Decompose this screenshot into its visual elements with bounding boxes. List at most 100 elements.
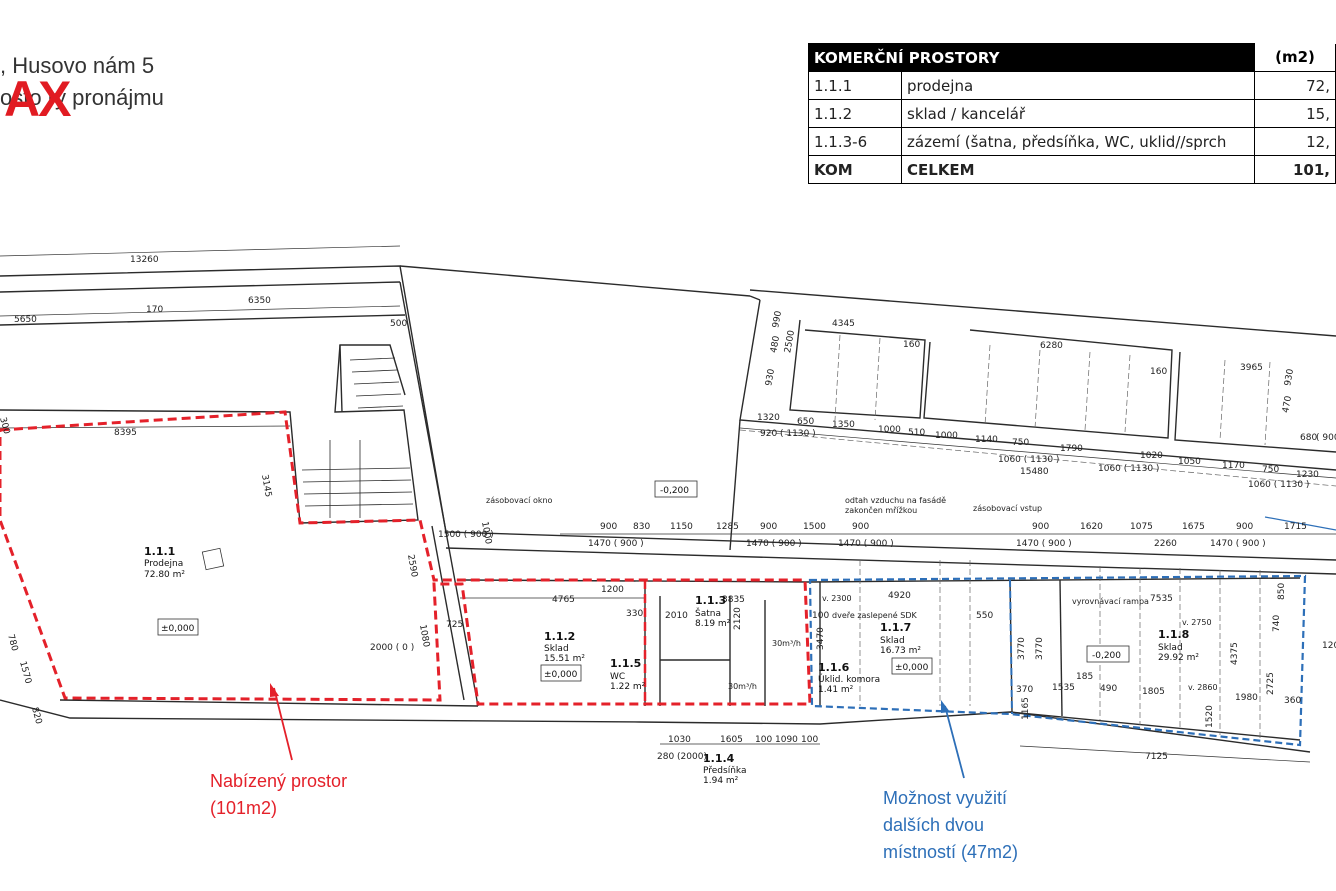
dim-label: 300 (0, 416, 11, 435)
dim-label: 1470 ( 900 ) (1210, 539, 1266, 549)
dim-label: 4765 (552, 595, 575, 605)
plan-walls (0, 265, 1336, 753)
room-area: 72.80 m² (144, 570, 185, 580)
wall-line (923, 329, 1173, 439)
address-line: , Husovo nám 5 (0, 53, 155, 78)
dim-label: 1020 (1140, 451, 1163, 461)
dim-label: 1620 (1080, 522, 1103, 532)
room-id: 1.1.2 (544, 630, 575, 643)
area-table-header: KOMERČNÍ PROSTORY (m2) (808, 43, 1336, 72)
dim-label: 170 (146, 305, 163, 315)
room-area: 1.41 m² (818, 685, 854, 695)
room-id: 1.1.6 (818, 661, 850, 674)
dim-label: 2260 (1154, 539, 1177, 549)
dim-label: 1080 (417, 624, 431, 649)
dim-label: 4375 (1230, 642, 1240, 665)
area-table: KOMERČNÍ PROSTORY (m2) 1.1.1 prodejna 72… (808, 43, 1336, 184)
wall-line (464, 579, 811, 583)
total-code: KOM (808, 155, 902, 184)
offered-caption-line: (101m2) (210, 798, 278, 818)
dim-label: 1165 (1021, 697, 1031, 720)
level-label: ±0,000 (544, 670, 578, 680)
dim-label: 500 (390, 319, 407, 329)
note-v2300: v. 2300 (822, 594, 852, 603)
dim-label: 1350 (832, 420, 855, 430)
dim-label: 780 (5, 633, 19, 652)
dim-label: 1150 (670, 522, 693, 532)
note-v2860: v. 2860 (1188, 683, 1218, 692)
total-name: CELKEM (901, 155, 1255, 184)
hidden-line (1219, 359, 1226, 441)
dim-label: 740 (1272, 615, 1282, 632)
dim-label: 680 (1300, 433, 1317, 443)
dim-label: 1075 (1130, 522, 1153, 532)
total-area: 101, (1254, 155, 1336, 184)
dim-label: 3770 (1035, 637, 1045, 660)
stair-step (302, 479, 412, 483)
dim-label: 3470 (816, 627, 826, 650)
note-supply-window: zásobovací okno (486, 496, 553, 505)
wall-line (399, 281, 447, 533)
hidden-line (1084, 351, 1091, 431)
hidden-line (834, 334, 841, 421)
dim-label: 2590 (405, 554, 419, 579)
room-code: 1.1.2 (808, 99, 902, 128)
dim-label: 2500 (783, 329, 797, 354)
hidden-line (984, 344, 991, 426)
dimension-lines (0, 245, 1336, 763)
note-ventilation-2: zakončen mřížkou (845, 505, 917, 515)
room-name: Sklad (1158, 643, 1183, 653)
note-airflow: 30m³/h (772, 639, 801, 648)
dim-label: 1535 (1052, 683, 1075, 693)
room-name: zázemí (šatna, předsíňka, WC, uklid//spr… (901, 127, 1255, 156)
dim-label: 1520 (1205, 705, 1215, 728)
dim-label: 100 (801, 735, 818, 745)
plan-hidden-lines (739, 334, 1336, 740)
dim-label: 2725 (1266, 672, 1276, 695)
dim-label: 160 (1150, 367, 1167, 377)
dim-label: 5650 (14, 315, 37, 325)
room-area: 16.73 m² (880, 646, 921, 656)
stair-step (301, 467, 411, 471)
dim-label: 8395 (114, 428, 137, 438)
room-id: 1.1.1 (144, 545, 175, 558)
dim-label: 280 (2000) (657, 752, 707, 762)
option-arrowhead (941, 700, 950, 713)
room-area: 1.94 m² (703, 776, 739, 786)
dim-label: 100 (755, 735, 772, 745)
room-area: 29.92 m² (1158, 653, 1199, 663)
note-airflow: 30m³/h (728, 682, 757, 691)
room-name: Sklad (544, 644, 569, 654)
stair-step (304, 503, 414, 507)
dimension-line (0, 245, 401, 257)
dim-label: 1060 ( 1130 ) (1098, 464, 1159, 474)
table-row: 1.1.3-6 zázemí (šatna, předsíňka, WC, uk… (808, 127, 1336, 156)
wall-line (809, 577, 1301, 583)
dim-label: 1000 (878, 425, 901, 435)
dim-label: 550 (976, 611, 993, 621)
room-area: 15, (1254, 99, 1336, 128)
dim-label: 920 ( 1130 ) (760, 429, 816, 439)
room-name: Prodejna (144, 559, 183, 569)
hidden-line (874, 337, 881, 421)
dim-label: 1470 ( 900 ) (1016, 539, 1072, 549)
dim-label: 1060 ( 1130 ) (998, 455, 1059, 465)
room-id: 1.1.7 (880, 621, 911, 634)
room-name: Sklad (880, 636, 905, 646)
column-symbol (201, 547, 225, 571)
dim-label: 370 (1016, 685, 1033, 695)
dim-label: 7125 (1145, 752, 1168, 762)
level-label: ±0,000 (161, 624, 195, 634)
room-code: 1.1.3-6 (808, 127, 902, 156)
level-label: -0,200 (1092, 651, 1121, 661)
wall-line (0, 344, 419, 524)
dim-label: 13260 (130, 255, 159, 265)
wall-line (399, 265, 751, 297)
level-labels: ±0,000 ±0,000 ±0,000 -0,200 -0,200 (161, 486, 1121, 680)
dim-label: 1320 (757, 413, 780, 423)
room-area: 15.51 m² (544, 654, 585, 664)
dim-label: 850 (1277, 583, 1287, 600)
dim-label: 900 (760, 522, 777, 532)
table-total-row: KOM CELKEM 101, (808, 155, 1336, 184)
dim-label: 7535 (1150, 594, 1173, 604)
